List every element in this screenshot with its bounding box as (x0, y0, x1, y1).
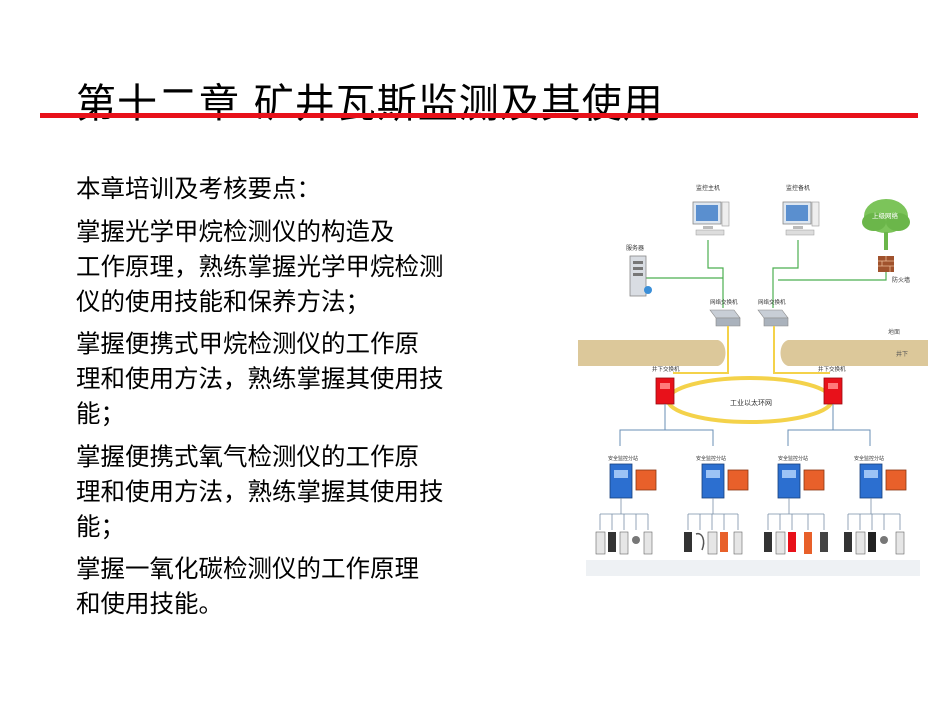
substation-4: 安全监控分站 (854, 455, 907, 499)
label-ug-switch-left: 井下交换机 (652, 365, 680, 373)
point-1-line-3: 仪的使用技能和保养方法； (76, 287, 370, 316)
label-ug-switch-right: 井下交换机 (818, 365, 846, 373)
label-monitor-host: 监控主机 (696, 184, 720, 192)
server-icon (629, 255, 652, 297)
substation-2: 安全监控分站 (696, 455, 749, 499)
sensors-group-1 (595, 531, 653, 555)
floor-shadow (586, 560, 920, 576)
firewall-icon (878, 256, 894, 272)
network-switch-left-icon (709, 309, 741, 327)
point-1-line-2: 工作原理，熟练掌握光学甲烷检测 (76, 252, 444, 281)
monitoring-network-diagram: 地面 井下 监控主机 监控备机 (578, 168, 928, 593)
monitor-host-computer-icon (692, 201, 730, 236)
sensors-group-2 (684, 531, 743, 555)
label-monitor-backup: 监控备机 (786, 184, 810, 192)
point-2-line-3: 能； (76, 399, 125, 428)
monitor-backup-computer-icon (782, 201, 820, 236)
sensor-links (599, 498, 901, 530)
point-4-line-1: 掌握一氧化碳检测仪的工作原理 (76, 554, 419, 583)
label-switch-right: 网络交换机 (758, 298, 786, 306)
substation-3: 安全监控分站 (777, 455, 825, 499)
underground-switch-right-icon (823, 377, 843, 405)
label-substation-1: 安全监控分站 (608, 455, 638, 462)
point-2-line-2: 理和使用方法，熟练掌握其使用技 (76, 364, 444, 393)
point-3-line-3: 能； (76, 512, 125, 541)
underground-switch-left-icon (655, 377, 675, 405)
sensors-group-3 (764, 531, 828, 555)
label-substation-4: 安全监控分站 (854, 455, 884, 462)
label-firewall: 防火墙 (892, 276, 910, 284)
backbone-links (673, 326, 830, 374)
point-4-line-2: 和使用技能。 (76, 589, 223, 618)
intro-heading: 本章培训及考核要点： (76, 174, 321, 203)
label-substation-2: 安全监控分站 (696, 455, 726, 462)
point-2-line-1: 掌握便携式甲烷检测仪的工作原 (76, 329, 419, 358)
network-switch-right-icon (757, 309, 789, 327)
sensors-group-4 (844, 531, 905, 555)
point-3-line-2: 理和使用方法，熟练掌握其使用技 (76, 477, 444, 506)
label-upper-network: 上级网络 (872, 211, 899, 220)
label-underground: 井下 (896, 350, 908, 358)
label-server: 服务器 (626, 244, 644, 252)
substation-links (619, 404, 871, 446)
label-ring: 工业以太环网 (730, 398, 772, 407)
point-3-line-1: 掌握便携式氧气检测仪的工作原 (76, 442, 419, 471)
upper-network-cloud-icon (862, 199, 910, 250)
label-ground: 地面 (888, 328, 900, 336)
ground-band-left (578, 340, 726, 366)
point-1-line-1: 掌握光学甲烷检测仪的构造及 (76, 217, 395, 246)
label-switch-left: 网络交换机 (710, 298, 738, 306)
title-underline (40, 113, 918, 118)
label-substation-3: 安全监控分站 (778, 455, 808, 462)
slide-title: 第十二章 矿井瓦斯监测及其使用 (76, 81, 664, 127)
ground-band-right (780, 340, 928, 366)
